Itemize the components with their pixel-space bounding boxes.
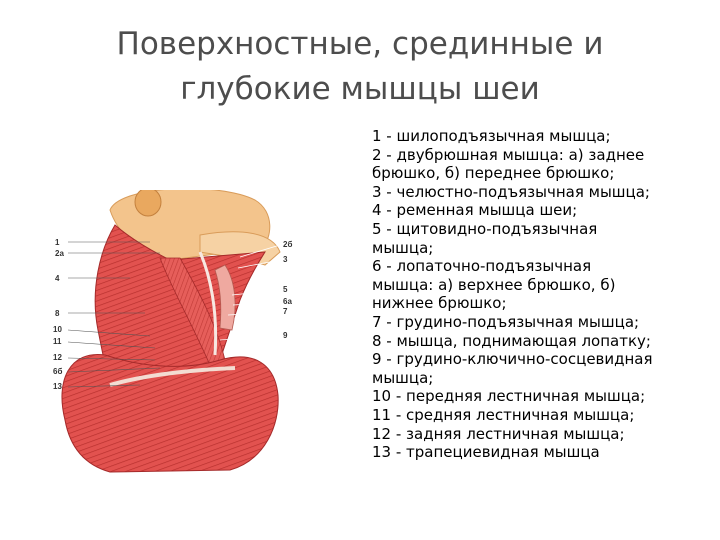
legend-line: 11 - средняя лестничная мышца;	[372, 405, 635, 424]
neck-muscles-illustration: 1 2a 4 8 10 11 12 6б 13 2б 3 5 6а 7 9	[53, 190, 292, 473]
legend-line: 13 - трапециевидная мышца	[372, 443, 600, 462]
label-7: 7	[283, 307, 288, 316]
ear-shape	[134, 190, 162, 217]
legend-line: мышца: а) верхнее брюшко, б)	[372, 275, 616, 294]
legend-line: 7 - грудино-подъязычная мышца;	[372, 312, 640, 331]
legend-line: 3 - челюстно-подъязычная мышца;	[372, 182, 650, 201]
labels-left: 1 2a 4 8 10 11 12 6б 13	[53, 238, 64, 391]
label-1: 1	[55, 238, 60, 247]
legend-line: 10 - передняя лестничная мышца;	[372, 387, 646, 406]
legend-line: 12 - задняя лестничная мышца;	[372, 424, 625, 443]
right-leaders	[219, 244, 281, 341]
label-6b: 6б	[53, 367, 62, 376]
title-line-1: Поверхностные, срединные и	[116, 26, 604, 62]
clavicle-shape	[109, 366, 236, 387]
legend-line: 5 - щитовидно-подъязычная	[372, 219, 598, 238]
legend-line: 4 - ременная мышца шеи;	[372, 201, 578, 220]
legend-line: 8 - мышца, поднимающая лопатку;	[372, 331, 651, 350]
legend-line: брюшко, б) переднее брюшко;	[372, 164, 615, 183]
legend-line: 2 - двубрюшная мышца: а) заднее	[372, 145, 645, 164]
legend-line: 9 - грудино-ключично-сосцевидная	[372, 350, 653, 369]
label-10: 10	[53, 325, 62, 334]
label-11: 11	[53, 337, 62, 346]
legend-line: нижнее брюшко;	[372, 294, 507, 313]
legend-line: мышца;	[372, 368, 434, 387]
labels-right: 2б 3 5 6а 7 9	[283, 240, 292, 340]
legend-line: 6 - лопаточно-подъязычная	[372, 257, 592, 276]
label-9: 9	[283, 331, 288, 340]
slide-title: Поверхностные, срединные и глубокие мышц…	[40, 22, 680, 112]
muscle-legend: 1 - шилоподъязычная мышца; 2 - двубрюшна…	[372, 127, 712, 462]
ligament-shape	[198, 251, 218, 356]
title-line-2: глубокие мышцы шеи	[180, 71, 540, 107]
larynx-shape	[214, 264, 236, 331]
label-6a: 6а	[283, 297, 292, 306]
left-leaders	[67, 241, 161, 388]
label-8: 8	[55, 309, 60, 318]
label-2a: 2a	[55, 249, 64, 258]
label-2b: 2б	[283, 240, 292, 249]
legend-line: 1 - шилоподъязычная мышца;	[372, 127, 611, 145]
label-5: 5	[283, 285, 288, 294]
label-12: 12	[53, 353, 62, 362]
legend-line: мышца;	[372, 238, 434, 257]
label-4: 4	[55, 274, 60, 283]
label-13: 13	[53, 382, 62, 391]
label-3: 3	[283, 255, 288, 264]
